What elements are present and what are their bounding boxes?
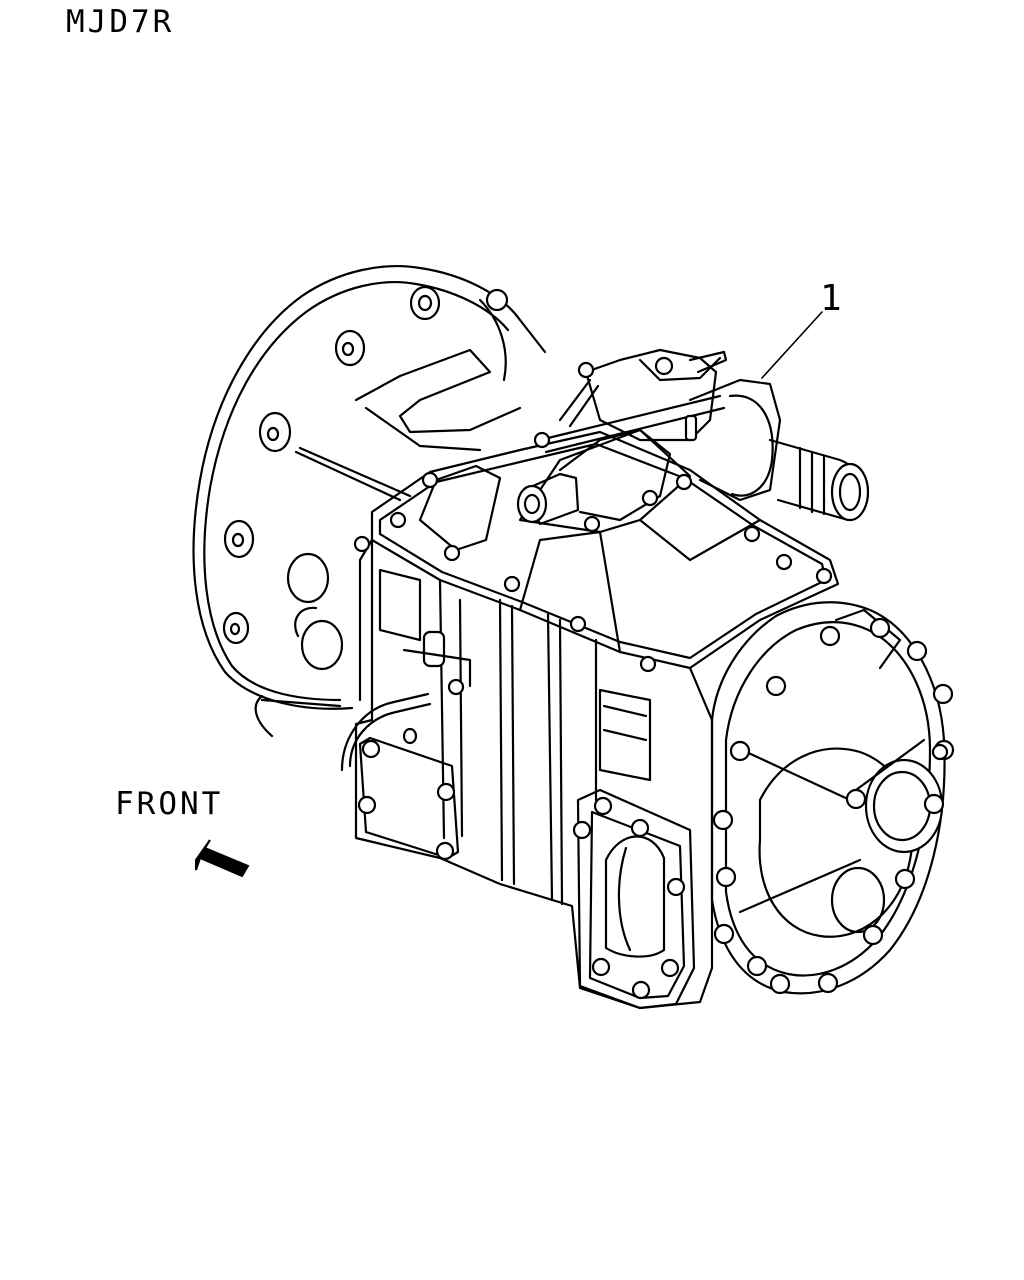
front-arrow-icon <box>195 839 250 878</box>
bell-housing-bolts <box>222 285 509 645</box>
callout-leader-line-1 <box>761 311 823 379</box>
front-direction-label: FRONT <box>115 786 224 822</box>
rear-housing-bolts <box>712 617 955 995</box>
pto-cover <box>572 788 696 1010</box>
top-cover-bolts <box>353 471 833 696</box>
bell-housing <box>192 265 547 738</box>
model-code-title: MJD7R <box>66 4 175 40</box>
front-inspection-cover <box>357 727 460 861</box>
rear-housing <box>710 601 955 995</box>
shift-control-assembly <box>516 348 870 526</box>
callout-number-1: 1 <box>820 278 842 319</box>
